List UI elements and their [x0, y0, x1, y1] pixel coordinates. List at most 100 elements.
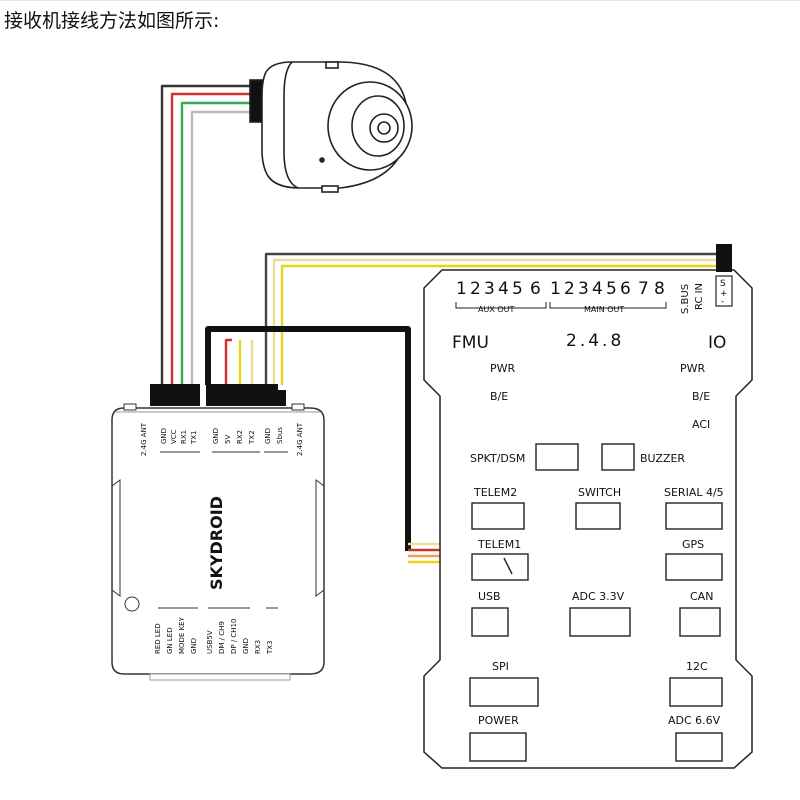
spkt-label: SPKT/DSM: [470, 452, 525, 465]
main-num: 3: [578, 279, 589, 299]
telem-wire-black: [205, 326, 411, 551]
aux-num: 1: [456, 279, 467, 299]
receiver-left-mount: [123, 403, 137, 411]
gps-port: [665, 553, 723, 581]
can-label: CAN: [690, 590, 713, 603]
pwr-left-label: PWR: [490, 362, 516, 375]
main-num: 7: [638, 279, 649, 299]
sbus-wire-gray: [264, 252, 726, 385]
receiver-bottom-mid-labels: USB5V DM / CH9 DP / CH10 GND RX3 TX3: [206, 619, 274, 655]
receiver: 2.4G ANT GND VCC RX1 TX1 GND 5V RX2 TX2 …: [111, 384, 325, 681]
main-out-label: MAIN OUT: [584, 305, 624, 314]
page-title: 接收机接线方法如图所示:: [4, 10, 220, 32]
pin-label: TX1: [190, 430, 198, 445]
receiver-left-rail: [111, 479, 121, 597]
rc-pin-minus: -: [721, 297, 724, 307]
be-left-label: B/E: [490, 390, 508, 403]
camera-side: [283, 61, 299, 189]
serial45-label: SERIAL 4/5: [664, 486, 724, 499]
aci-label: ACI: [692, 418, 710, 431]
sbus-wire-yellow: [280, 264, 726, 385]
version-label: 2.4.8: [566, 331, 624, 351]
camera-wires: [160, 84, 250, 385]
switch-label: SWITCH: [578, 486, 621, 499]
rcin-label: RC IN: [694, 283, 705, 310]
pin-label: Sbus: [276, 427, 284, 444]
adc66-port: [675, 732, 723, 762]
adc33-port: [569, 607, 631, 637]
main-out-bracket: [549, 302, 667, 309]
camera-wire-black: [160, 84, 250, 385]
receiver-top-left-labels: 2.4G ANT GND VCC RX1 TX1: [140, 422, 198, 456]
receiver-top-right-labels: GND 5V RX2 TX2 GND Sbus 2.4G ANT: [212, 422, 304, 456]
buzzer-label: BUZZER: [640, 452, 685, 465]
camera-wire-red: [170, 92, 250, 385]
pin-label: MODE KEY: [178, 616, 186, 654]
camera-mount-tab: [325, 61, 339, 69]
receiver-port-right: [264, 390, 286, 406]
telem2-port: [471, 502, 525, 530]
spi-port: [469, 677, 539, 707]
pin-label: RX3: [254, 640, 262, 654]
camera-led: [319, 157, 325, 163]
pin-label: GND: [212, 428, 220, 444]
power-port: [469, 732, 527, 762]
receiver-mount-hole: [124, 596, 140, 612]
pin-label: GN LED: [166, 627, 174, 654]
receiver-port-left: [150, 384, 200, 406]
pin-label: 2.4G ANT: [296, 422, 304, 456]
pin-label: RX1: [180, 430, 188, 444]
usb-label: USB: [478, 590, 501, 603]
pin-label: USB5V: [206, 630, 214, 654]
main-num: 8: [654, 279, 665, 299]
receiver-bottom-left-labels: RED LED GN LED MODE KEY GND: [154, 616, 198, 654]
aux-out-bracket: [455, 302, 547, 309]
telem1-port: [471, 553, 529, 581]
serial45-port: [665, 502, 723, 530]
receiver-bottom-edge: [149, 673, 291, 681]
main-num: 1: [550, 279, 561, 299]
rc-in-header: [715, 275, 733, 307]
camera-wire-green: [180, 101, 250, 385]
can-port: [679, 607, 721, 637]
pin-label: GND: [242, 638, 250, 654]
telem-wire-red: [224, 338, 232, 385]
sbus-wires: [264, 252, 726, 385]
io-label: IO: [708, 333, 726, 353]
pin-label: DP / CH10: [230, 619, 238, 654]
main-num: 2: [564, 279, 575, 299]
receiver-brand: SKYDROID: [207, 496, 226, 590]
aux-num: 2: [470, 279, 481, 299]
aux-num: 4: [498, 279, 509, 299]
i2c-port: [669, 677, 723, 707]
pin-label: 2.4G ANT: [140, 422, 148, 456]
aux-out-label: AUX OUT: [478, 305, 515, 314]
pin-label: GND: [190, 638, 198, 654]
spkt-port: [535, 443, 579, 471]
gps-label: GPS: [682, 538, 704, 551]
pin-label: GND: [264, 428, 272, 444]
camera-lens-center: [377, 121, 391, 135]
main-num: 6: [620, 279, 631, 299]
aux-num: 5: [512, 279, 523, 299]
sbus-label: S.BUS: [680, 284, 691, 314]
top-divider: [0, 0, 800, 1]
pin-label: TX2: [248, 430, 256, 445]
spi-label: SPI: [492, 660, 509, 673]
main-num: 4: [592, 279, 603, 299]
power-label: POWER: [478, 714, 519, 727]
telem1-label: TELEM1: [477, 538, 521, 551]
pin-label: GND: [160, 428, 168, 444]
buzzer-port: [601, 443, 635, 471]
aux-out-numbers: 1 2 3 4 5 6: [456, 279, 541, 299]
adc33-label: ADC 3.3V: [572, 590, 625, 603]
flight-controller: S + - 1 2 3 4 5 6 1 2 3 4 5 6 7 8 AUX OU…: [423, 244, 753, 769]
pin-label: TX3: [266, 640, 274, 655]
sbus-wire-cream: [272, 258, 726, 385]
receiver-right-rail: [315, 479, 325, 597]
pin-label: VCC: [170, 429, 178, 444]
aux-num: 3: [484, 279, 495, 299]
pin-label: DM / CH9: [218, 621, 226, 654]
rc-in-connector: [716, 244, 732, 272]
